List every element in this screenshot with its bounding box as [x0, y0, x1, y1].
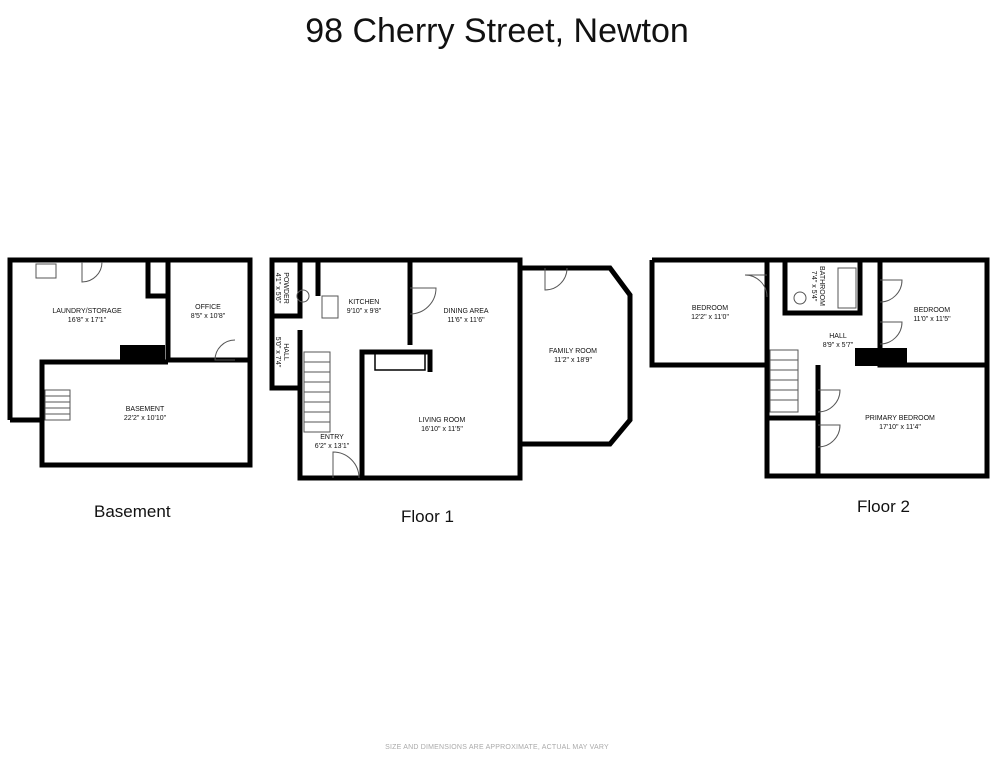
floor1-label: Floor 1 [401, 507, 454, 526]
toilet-icon [296, 289, 310, 303]
floor2-stairs [769, 349, 799, 413]
room-dimensions: 9'10" x 9'8" [347, 308, 382, 315]
floor2-label: Floor 2 [857, 497, 910, 516]
room-name: BEDROOM [692, 305, 728, 312]
room-name: DINING AREA [443, 308, 488, 315]
svg-text:BATHROOM7'4" x 5'4": BATHROOM7'4" x 5'4" [810, 266, 825, 306]
basement-divider-wall [39, 359, 168, 420]
door-icon [879, 321, 903, 345]
room-name: BEDROOM [914, 307, 950, 314]
room-dimensions: 22'2" x 10'10" [124, 415, 167, 422]
room-name: HALL [282, 343, 289, 361]
chimney [120, 345, 165, 362]
basement-stairs [44, 389, 71, 421]
room-dimensions: 5'0" x 7'4" [274, 337, 281, 368]
room-dimensions: 11'2" x 18'9" [554, 357, 592, 364]
room-dimensions: 17'10" x 11'4" [879, 424, 921, 431]
room-name: BATHROOM [818, 266, 825, 306]
floor1-plan: KITCHEN 9'10" x 9'8" POWDER4'1" x 5'6" HA… [269, 257, 633, 481]
room-dimensions: 8'5" x 10'8" [191, 313, 226, 320]
floor1-outer-wall [269, 257, 523, 481]
floor2-plan: BEDROOM 12'2" x 11'0" BATHROOM7'4" x 5'4"… [649, 257, 990, 479]
room-dimensions: 4'1" x 5'6" [274, 273, 281, 304]
floor1-stairs [303, 351, 331, 433]
basement-plan: LAUNDRY/STORAGE 16'8" x 17'1" OFFICE 8'5" … [7, 257, 253, 468]
room-name: PRIMARY BEDROOM [865, 415, 935, 422]
room-dimensions: 7'4" x 5'4" [810, 271, 817, 302]
door-icon [817, 424, 841, 448]
sink-icon [793, 291, 807, 305]
door-icon [817, 389, 841, 413]
svg-text:POWDER4'1" x 5'6": POWDER4'1" x 5'6" [274, 272, 289, 304]
disclaimer: SIZE AND DIMENSIONS ARE APPROXIMATE, ACT… [385, 744, 609, 751]
room-name: BASEMENT [126, 406, 165, 413]
page-title: 98 Cherry Street, Newton [305, 12, 689, 50]
door-icon [409, 287, 437, 315]
door-icon [81, 261, 103, 283]
door-icon [332, 451, 360, 479]
floor2-outer-wall [649, 257, 990, 479]
room-dimensions: 12'2" x 11'0" [691, 314, 729, 321]
chimney [855, 348, 907, 366]
room-name: LIVING ROOM [419, 417, 466, 424]
room-dimensions: 16'8" x 17'1" [68, 317, 107, 324]
door-icon [214, 339, 236, 361]
door-icon [544, 267, 568, 291]
family-room-wall [520, 265, 633, 447]
room-dimensions: 16'10" x 11'5" [421, 426, 463, 433]
room-name: OFFICE [195, 304, 221, 311]
basement-label: Basement [94, 502, 171, 521]
room-name: LAUNDRY/STORAGE [52, 308, 122, 315]
fireplace [374, 351, 426, 371]
room-name: POWDER [282, 272, 289, 304]
room-name: FAMILY ROOM [549, 348, 597, 355]
room-name: ENTRY [320, 434, 344, 441]
laundry-sink-icon [35, 263, 57, 279]
room-dimensions: 6'2" x 13'1" [315, 443, 350, 450]
room-name: HALL [829, 333, 847, 340]
room-dimensions: 11'0" x 11'5" [913, 316, 951, 323]
room-name: KITCHEN [349, 299, 380, 306]
bathtub-icon [837, 267, 857, 309]
door-icon [879, 279, 903, 303]
stove-icon [321, 295, 339, 319]
door-icon [744, 274, 768, 298]
room-dimensions: 11'6" x 11'6" [447, 317, 485, 324]
svg-text:HALL5'0" x 7'4": HALL5'0" x 7'4" [274, 337, 289, 368]
room-dimensions: 8'9" x 5'7" [823, 342, 854, 349]
